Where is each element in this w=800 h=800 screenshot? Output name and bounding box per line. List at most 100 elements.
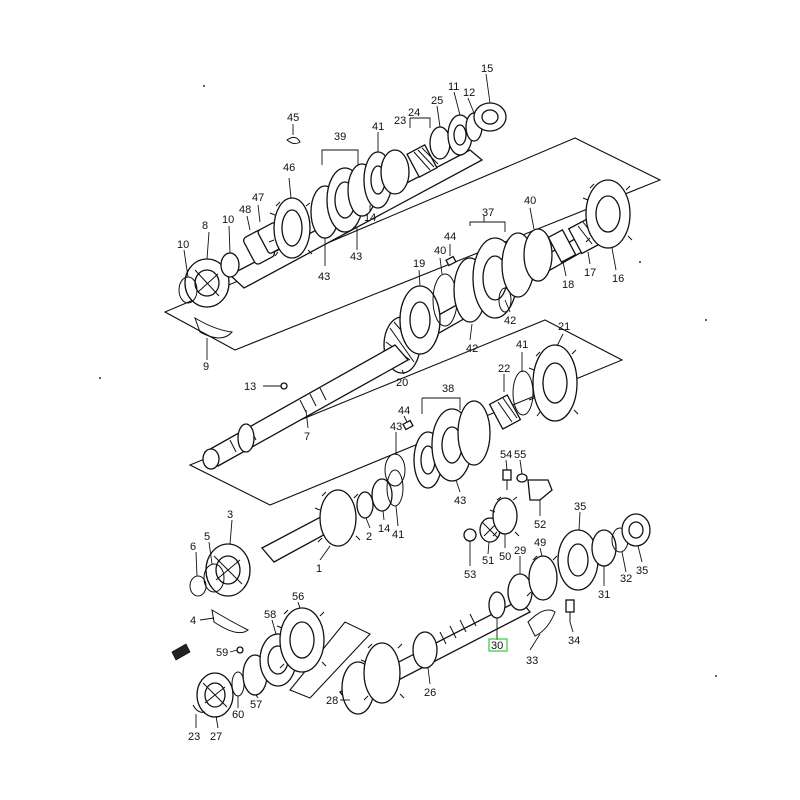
label-13: 13 [244,381,256,393]
label-35a: 35 [574,501,586,513]
bearing-30 [488,591,506,619]
bearing-23-24 [406,143,439,179]
label-25: 25 [431,95,443,107]
ring-60 [231,671,245,697]
front-lower-group [171,607,327,718]
label-42b: 42 [466,343,478,355]
circlip-23b [192,704,206,713]
label-30: 30 [491,640,503,652]
label-39: 39 [334,131,346,143]
front-arrow-icon [171,643,191,661]
label-41a: 41 [372,121,384,133]
label-9: 9 [203,361,209,373]
label-45: 45 [287,112,299,124]
pin-59 [236,646,244,654]
input-shaft-row [189,469,404,634]
label-59: 59 [216,647,228,659]
label-51: 51 [482,555,494,567]
circlip-9 [194,316,233,339]
gear-26 [412,613,477,669]
key-44a [445,255,457,267]
label-14a: 14 [364,212,376,224]
gear-40a [523,228,553,282]
gear-28 [341,642,405,715]
seal-35b [621,513,651,547]
label-23b: 23 [188,731,200,743]
label-1: 1 [316,563,322,575]
washer-10b [220,252,240,278]
label-57: 57 [250,699,262,711]
label-6: 6 [190,541,196,553]
label-22: 22 [498,363,510,375]
synchro-assembly-37 [453,232,535,323]
washer-53 [463,528,477,542]
second-gear-row [383,179,633,374]
label-27: 27 [210,731,222,743]
retainer-15 [473,102,507,132]
label-5: 5 [204,531,210,543]
output-shaft-row [202,344,410,470]
reverse-row [339,513,651,715]
gear-16 [582,179,633,249]
label-50: 50 [499,551,511,563]
key-44b [402,419,414,431]
label-14b: 14 [378,523,390,535]
bracket-33 [527,609,556,637]
label-21: 21 [558,321,570,333]
label-41b: 41 [516,339,528,351]
part-labels: 15 11 12 25 24 23 41 39 45 46 47 48 10 8… [177,63,648,743]
output-shaft-7 [203,344,410,467]
speckles [99,85,717,677]
label-8: 8 [202,220,208,232]
label-3: 3 [227,509,233,521]
label-40a: 40 [524,195,536,207]
label-38: 38 [442,383,454,395]
label-29: 29 [514,545,526,557]
bearing-27 [196,672,234,718]
label-33: 33 [526,655,538,667]
label-19: 19 [413,258,425,270]
gear-49 [526,555,558,601]
label-40b: 40 [434,245,446,257]
lower-assembly-frame [289,621,371,699]
label-4: 4 [190,615,196,627]
pin-13 [280,382,288,390]
label-56: 56 [292,591,304,603]
washer-2 [356,491,374,519]
label-43d: 43 [454,495,466,507]
third-gear-row [384,344,579,489]
washer-55 [516,473,528,483]
label-41c: 41 [392,529,404,541]
label-16: 16 [612,273,624,285]
gear-56 [276,607,327,673]
upper-shaft-row [178,102,507,339]
label-43c: 43 [390,421,402,433]
clip-45 [286,136,301,145]
label-17: 17 [584,267,596,279]
ring-43c [384,453,406,487]
circlip-4 [211,609,249,634]
label-2: 2 [366,531,372,543]
ring-5 [203,563,225,593]
label-44b: 44 [398,405,410,417]
ring-42a [498,287,512,313]
gear-19 [399,285,441,355]
bearing-3 [205,543,251,597]
leader-lines [183,73,643,729]
label-42a: 42 [504,315,516,327]
label-10b: 10 [222,214,234,226]
highlight-30-box [488,638,508,652]
gear-21 [528,344,579,422]
bolt-54 [502,469,512,490]
middle-assembly-frame [188,319,624,506]
reverse-idler-group [463,469,553,543]
synchro-assembly-38 [413,400,491,489]
label-49: 49 [534,537,546,549]
label-47: 47 [252,192,264,204]
label-34: 34 [568,635,580,647]
bolt-34 [565,599,575,622]
bearing-22 [488,394,522,430]
label-53: 53 [464,569,476,581]
label-31: 31 [598,589,610,601]
